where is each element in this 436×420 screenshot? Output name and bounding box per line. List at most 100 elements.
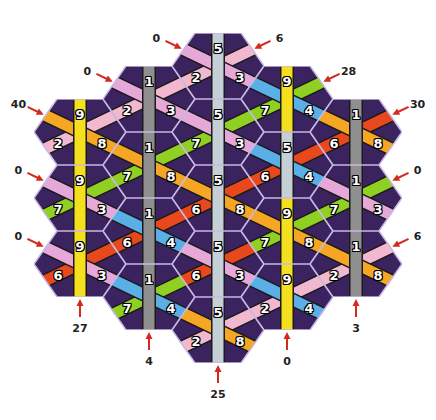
tile-number: 1 (351, 107, 360, 122)
tile-number-holder: 3 (235, 266, 244, 284)
tile-number-holder: 3 (97, 200, 106, 218)
tile-number-holder: 8 (373, 134, 382, 152)
tile-number: 8 (97, 136, 106, 151)
tile-number: 8 (373, 268, 382, 283)
tile-number-holder: 6 (53, 266, 62, 284)
tile-number: 5 (213, 239, 222, 254)
tile-number: 7 (122, 169, 131, 184)
tile-number-holder: 1 (144, 138, 153, 156)
tile-number: 6 (191, 268, 200, 283)
tile-number-holder: 9 (282, 72, 291, 90)
tile-number-holder: 4 (304, 101, 313, 119)
score-holder: 0 (152, 28, 162, 46)
tile-number: 8 (304, 235, 313, 250)
tile-number-holder: 3 (166, 101, 175, 119)
score-number: 0 (152, 31, 162, 46)
score-number: 0 (14, 163, 24, 178)
score-number: 6 (413, 229, 423, 244)
tile-number: 3 (97, 268, 106, 283)
tile-number-holder: 4 (166, 299, 175, 317)
tile-number: 7 (191, 136, 200, 151)
tile-number: 8 (235, 334, 244, 349)
tile-number-holder: 3 (235, 134, 244, 152)
tile-number: 2 (329, 268, 338, 283)
tile-number: 3 (235, 268, 244, 283)
score-number: 30 (409, 97, 426, 112)
score-holder: 0 (413, 160, 423, 178)
tile-number: 3 (97, 202, 106, 217)
tile-number: 3 (235, 70, 244, 85)
score-holder: 0 (282, 351, 292, 369)
score-number: 6 (275, 31, 285, 46)
tile-number: 9 (282, 272, 291, 287)
tile-number-holder: 6 (191, 266, 200, 284)
tile-number: 2 (191, 70, 200, 85)
tile-number: 8 (166, 169, 175, 184)
tile-number-holder: 8 (166, 167, 175, 185)
score-number: 4 (144, 354, 154, 369)
score-number: 0 (83, 64, 93, 79)
tile-number: 8 (373, 136, 382, 151)
arrow-head (105, 75, 113, 81)
tile-number: 3 (166, 103, 175, 118)
tile-number: 9 (75, 107, 84, 122)
tile-number-holder: 1 (351, 171, 360, 189)
tile-number-holder: 9 (282, 204, 291, 222)
tile-number: 8 (235, 202, 244, 217)
score-number: 0 (282, 354, 292, 369)
tile-number-holder: 1 (144, 270, 153, 288)
tile-number-holder: 7 (260, 233, 269, 251)
tile-number: 4 (166, 301, 175, 316)
score-holder: 0 (83, 61, 93, 79)
score-holder: 0 (14, 226, 24, 244)
tile-number-holder: 2 (329, 266, 338, 284)
score-holder: 0 (14, 160, 24, 178)
arrow-head (284, 332, 291, 339)
tile-number: 4 (166, 235, 175, 250)
tile-number-holder: 9 (75, 171, 84, 189)
tile-number: 4 (304, 103, 313, 118)
score-holder: 6 (413, 226, 423, 244)
tile-number-holder: 5 (282, 138, 291, 156)
tile-number: 2 (53, 136, 62, 151)
tile-number-holder: 4 (304, 167, 313, 185)
tile-number-holder: 9 (75, 237, 84, 255)
tile-number: 2 (122, 103, 131, 118)
tile-number: 3 (235, 136, 244, 151)
arrow-head (36, 240, 44, 246)
arrow-head (353, 299, 360, 306)
tile-number: 9 (282, 206, 291, 221)
score-number: 0 (14, 229, 24, 244)
tile-number: 1 (351, 173, 360, 188)
tile-number: 5 (213, 41, 222, 56)
tile-number: 1 (144, 140, 153, 155)
tile-number: 7 (53, 202, 62, 217)
tile-number: 5 (213, 107, 222, 122)
tile-number-holder: 7 (329, 200, 338, 218)
tile-number: 6 (53, 268, 62, 283)
arrow-head (323, 75, 331, 81)
tile-number-holder: 6 (329, 134, 338, 152)
tile-number: 9 (282, 74, 291, 89)
tile-number-holder: 2 (191, 332, 200, 350)
tile-number-holder: 8 (235, 200, 244, 218)
tile-number-holder: 1 (351, 105, 360, 123)
arrow-head (36, 174, 44, 180)
tile-number: 7 (260, 235, 269, 250)
tile-number-holder: 7 (260, 101, 269, 119)
tile-number-holder: 6 (191, 200, 200, 218)
tile-number-holder: 5 (213, 105, 222, 123)
score-number: 3 (351, 321, 361, 336)
tile-number-holder: 8 (235, 332, 244, 350)
arrow-head (36, 108, 44, 114)
tile-number: 9 (75, 239, 84, 254)
tile-number-holder: 2 (260, 299, 269, 317)
tile-number: 1 (351, 239, 360, 254)
tile-number-holder: 4 (166, 233, 175, 251)
tile-number-holder: 1 (144, 204, 153, 222)
tile-number: 7 (122, 301, 131, 316)
tile-number-holder: 6 (260, 167, 269, 185)
tile-number-holder: 5 (213, 237, 222, 255)
tile-number-holder: 3 (373, 200, 382, 218)
